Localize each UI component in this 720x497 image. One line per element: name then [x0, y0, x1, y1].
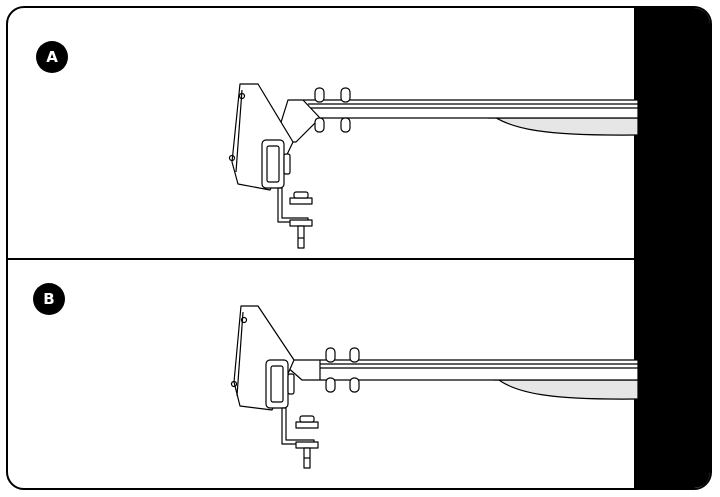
panel-b-bracket-illustration: [230, 305, 638, 469]
panel-a-bracket-illustration: [228, 83, 638, 249]
panel-a-label: A: [36, 41, 68, 73]
diagram-frame: A: [6, 6, 712, 490]
panel-b: B: [8, 260, 638, 488]
panel-divider: [8, 258, 638, 260]
panel-b-label: B: [33, 283, 65, 315]
side-black-strip: [634, 8, 710, 488]
panel-a: A: [8, 12, 638, 252]
